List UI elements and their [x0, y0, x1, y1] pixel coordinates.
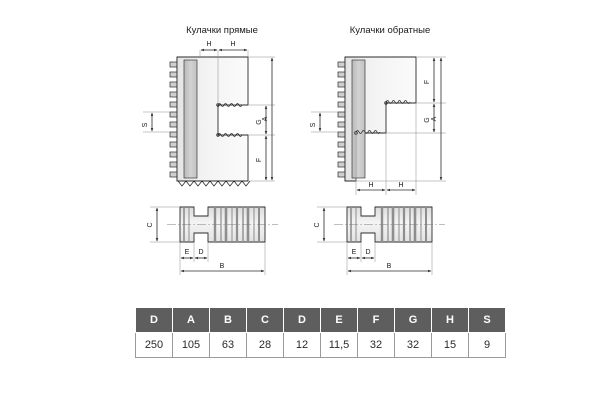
dimensions-table: D A B C D E F G H S 250 105 63 28 12 11,… [135, 307, 506, 358]
left-dim-a: A [262, 116, 269, 121]
right-dim-s: S [310, 122, 317, 127]
right-plan-dim-e: E [352, 249, 357, 256]
table-value-cell: 250 [135, 332, 173, 358]
left-jaw-bottom-serration [177, 180, 251, 187]
left-plan-dim-ED: E D [179, 242, 209, 262]
table-header-row: D A B C D E F G H S [135, 307, 506, 333]
right-dim-FGA-group: F G A [356, 56, 446, 182]
left-jaw-gray-band [183, 59, 198, 179]
table-header-cell: C [246, 307, 284, 333]
left-dim-GFA-group: G F A [248, 56, 275, 182]
table-value-cell: 15 [431, 332, 469, 358]
right-plan-dim-c: C [314, 222, 321, 227]
right-step-squiggle-upper [385, 100, 411, 104]
right-plan-dim-ED: E D [346, 242, 376, 262]
right-plan-dim-b: B [387, 263, 392, 270]
left-jaw-front-view: H H S G F A [142, 41, 275, 187]
title-right-view: Кулачки обратные [350, 25, 431, 36]
table-value-cell: 9 [468, 332, 506, 358]
left-plan-dim-C: C [147, 206, 180, 243]
table-header-cell: E [320, 307, 358, 333]
right-jaw-gray-band [351, 59, 366, 179]
table-value-cell: 11,5 [320, 332, 358, 358]
right-step-squiggle-lower [355, 130, 381, 134]
table-row: 250 105 63 28 12 11,5 32 32 15 9 [135, 332, 506, 358]
table-value-cell: 12 [283, 332, 321, 358]
title-left-view: Кулачки прямые [186, 25, 258, 36]
right-jaw-plan-view: C E D B [314, 206, 445, 275]
left-step-squiggle-lower [217, 133, 243, 137]
table-header-cell: B [209, 307, 247, 333]
left-dim-h1: H [206, 41, 211, 48]
left-plan-outline [179, 206, 266, 243]
right-dim-h2: H [398, 182, 403, 189]
left-jaw-plan-view: C E D B [147, 206, 278, 275]
right-plan-dim-d: D [365, 249, 370, 256]
right-plan-dim-B: B [346, 242, 433, 275]
table-header-cell: D [135, 307, 173, 333]
left-dim-f: F [256, 158, 263, 162]
table-header-cell: F [357, 307, 395, 333]
left-dim-g: G [256, 119, 263, 124]
right-dim-h1: H [368, 182, 373, 189]
right-dim-a: A [431, 116, 438, 121]
table-value-cell: 28 [246, 332, 284, 358]
table-value-cell: 32 [357, 332, 395, 358]
left-dim-s: S [142, 122, 149, 127]
right-plan-dim-C: C [314, 206, 347, 243]
left-dim-h2: H [230, 41, 235, 48]
left-plan-dim-c: C [147, 222, 154, 227]
right-dim-S-group: S [310, 111, 338, 133]
left-dim-H-group: H H [199, 41, 249, 105]
right-jaw-front-view: S F G A H H [310, 56, 446, 195]
table-header-cell: S [468, 307, 506, 333]
left-plan-dim-B: B [179, 242, 266, 275]
table-value-cell: 105 [172, 332, 210, 358]
table-header-cell: A [172, 307, 210, 333]
left-plan-dim-b: B [220, 263, 225, 270]
table-header-cell: D [283, 307, 321, 333]
right-plan-outline [346, 206, 433, 243]
table-value-cell: 63 [209, 332, 247, 358]
right-dim-f: F [424, 80, 431, 84]
table-value-cell: 32 [394, 332, 432, 358]
right-dim-g: G [424, 117, 431, 122]
left-step-squiggle-upper [217, 103, 243, 107]
right-dim-H-group: H H [355, 103, 417, 195]
table-header-cell: H [431, 307, 469, 333]
left-plan-dim-e: E [185, 249, 190, 256]
left-plan-dim-d: D [198, 249, 203, 256]
left-dim-S-group: S [142, 111, 170, 133]
table-header-cell: G [394, 307, 432, 333]
